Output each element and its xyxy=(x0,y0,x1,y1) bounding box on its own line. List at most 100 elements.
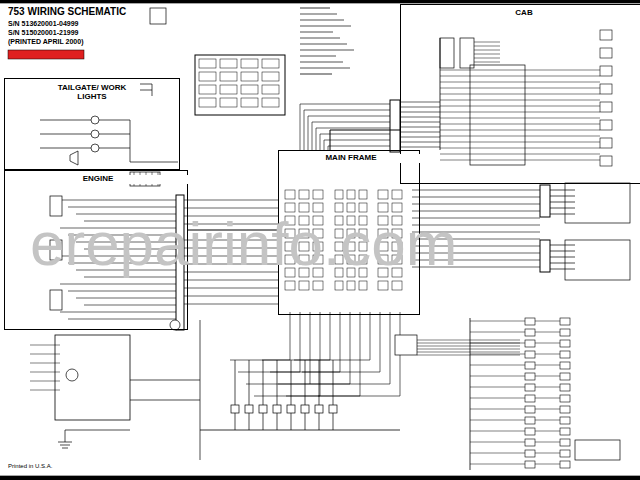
wire xyxy=(440,118,600,119)
wire xyxy=(330,312,331,360)
component-box xyxy=(241,59,258,68)
wire xyxy=(370,312,371,360)
wire xyxy=(470,453,525,454)
wire xyxy=(200,430,400,431)
wire xyxy=(277,360,278,405)
component-box xyxy=(560,329,570,336)
wire xyxy=(300,104,390,105)
component-box xyxy=(575,440,620,460)
component-box xyxy=(199,85,216,94)
component-box xyxy=(560,318,570,325)
wire xyxy=(65,430,130,431)
component-box xyxy=(245,405,253,413)
wire xyxy=(550,245,575,246)
wire xyxy=(333,413,334,430)
wire xyxy=(68,319,176,320)
wire xyxy=(440,38,441,150)
component-box xyxy=(8,50,84,59)
wire xyxy=(184,296,278,297)
wire xyxy=(417,349,520,350)
wire xyxy=(84,305,176,306)
wire xyxy=(184,280,278,281)
wire xyxy=(550,269,575,270)
wire xyxy=(535,431,560,432)
wire xyxy=(440,112,600,113)
region-heading: ENGINE xyxy=(5,175,191,184)
lamp-symbol xyxy=(91,116,99,124)
component-box xyxy=(560,461,570,468)
component-box xyxy=(560,395,570,402)
wire xyxy=(324,140,390,141)
wire xyxy=(263,413,264,430)
wire xyxy=(470,365,525,366)
wire xyxy=(60,200,176,201)
component-box xyxy=(525,318,535,325)
wire xyxy=(440,94,600,95)
component-box xyxy=(313,190,323,199)
component-box xyxy=(241,85,258,94)
wire xyxy=(316,128,390,129)
wire xyxy=(470,321,525,322)
harness-wire xyxy=(330,130,400,150)
component-box xyxy=(359,281,367,290)
wire xyxy=(140,90,152,91)
component-box xyxy=(440,38,454,68)
wire xyxy=(400,127,440,128)
horn-symbol xyxy=(70,151,78,165)
component-box xyxy=(525,329,535,336)
wire xyxy=(40,148,91,149)
wire xyxy=(324,140,325,150)
wire xyxy=(291,413,292,430)
component-box xyxy=(50,290,62,310)
wire xyxy=(470,409,525,410)
component-box xyxy=(359,190,367,199)
wire xyxy=(130,380,200,381)
wire xyxy=(474,54,500,55)
component-box xyxy=(347,190,355,199)
note-text: (PRINTED APRIL 2000) xyxy=(8,38,83,45)
component-box xyxy=(525,417,535,424)
wire xyxy=(308,116,390,117)
wire xyxy=(535,398,560,399)
wire xyxy=(400,142,440,143)
wire xyxy=(304,110,305,150)
component-box xyxy=(285,281,295,290)
wire xyxy=(30,363,60,364)
wire xyxy=(300,13,337,14)
wire xyxy=(60,284,176,285)
component-box xyxy=(241,98,258,107)
wire xyxy=(550,214,575,215)
wire xyxy=(130,120,131,162)
wire xyxy=(440,160,600,161)
component-box xyxy=(55,335,130,420)
wire xyxy=(294,360,370,361)
wire xyxy=(412,197,540,198)
wire xyxy=(30,372,60,373)
lamp-symbol xyxy=(170,320,180,330)
wire xyxy=(300,312,301,372)
component-box xyxy=(262,59,279,68)
component-box xyxy=(220,85,237,94)
component-box xyxy=(560,439,570,446)
component-box xyxy=(195,55,285,115)
component-box xyxy=(540,240,550,272)
wire xyxy=(62,448,68,449)
wire xyxy=(65,430,66,442)
wire xyxy=(400,122,440,123)
component-box xyxy=(150,8,166,24)
wire xyxy=(40,134,91,135)
wire xyxy=(412,204,540,205)
wire xyxy=(300,67,350,68)
wire xyxy=(440,82,600,83)
component-box xyxy=(560,450,570,457)
schematic-title: 753 WIRING SCHEMATIC xyxy=(8,6,126,17)
component-box xyxy=(470,65,525,165)
wire xyxy=(310,312,311,384)
component-box xyxy=(525,351,535,358)
component-box xyxy=(301,405,309,413)
wire xyxy=(60,312,176,313)
component-box xyxy=(335,281,343,290)
region-heading: CAB xyxy=(401,9,640,18)
component-box xyxy=(560,428,570,435)
